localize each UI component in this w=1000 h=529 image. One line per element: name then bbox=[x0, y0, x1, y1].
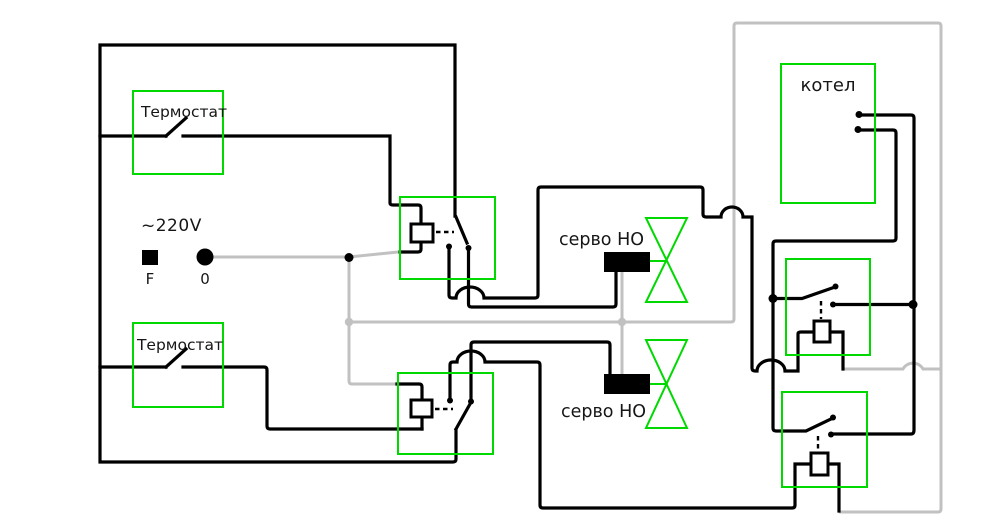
contact-dot bbox=[446, 243, 452, 250]
phase-terminal-icon bbox=[142, 250, 158, 265]
relay3-box bbox=[781, 391, 868, 488]
relay2-coil-lead-right bbox=[828, 330, 845, 371]
neutral-terminal-icon bbox=[196, 248, 214, 266]
boiler-wire1 bbox=[829, 113, 916, 436]
thermostat1-label: Термостат bbox=[140, 103, 227, 121]
servo1-label: серво НО bbox=[559, 230, 644, 250]
relay-coils bbox=[409, 222, 832, 477]
thermostat2-blade bbox=[163, 346, 189, 370]
servo2-actuator bbox=[604, 374, 650, 394]
relay3-coil bbox=[809, 451, 830, 477]
relay1-no-path-to-servo1 bbox=[466, 248, 618, 309]
neutral-wires bbox=[213, 21, 943, 514]
junction-dot bbox=[908, 300, 918, 309]
relay2-blade-feed bbox=[772, 284, 838, 301]
junction-dot bbox=[617, 317, 627, 327]
junction-dot bbox=[344, 317, 354, 327]
supply-border-wire bbox=[98, 43, 458, 464]
neutral-terminal-label: 0 bbox=[200, 270, 210, 288]
relay2-coil-neutral-wire bbox=[843, 361, 941, 371]
thermostat2-out-wire bbox=[181, 365, 424, 431]
relay1-nc-path-to-relay2-coil bbox=[447, 185, 816, 373]
contact-dot bbox=[465, 245, 472, 251]
neutral-drop-wire bbox=[347, 257, 397, 386]
valve1-icon bbox=[644, 217, 689, 303]
relay4-coil-lead-top bbox=[395, 382, 424, 402]
contact-dot bbox=[832, 283, 839, 290]
thermostat1-out-wire bbox=[181, 134, 423, 226]
contact-dot bbox=[828, 431, 834, 438]
thermostat1-blade bbox=[163, 115, 189, 139]
relay1-coil-return-wire bbox=[398, 240, 423, 254]
voltage-label: ~220V bbox=[141, 216, 202, 236]
relay3-coil-lead-right bbox=[826, 462, 841, 513]
relay-actuation-links bbox=[435, 230, 823, 452]
relay4-box bbox=[397, 372, 494, 455]
contact-dot bbox=[830, 301, 836, 308]
thermostat2-label: Термостат bbox=[136, 336, 223, 354]
neutral-junction-dots bbox=[344, 317, 627, 327]
valve2-icon bbox=[644, 339, 689, 429]
thermostat1-box bbox=[132, 90, 224, 175]
neutral-rail-and-zone-border bbox=[349, 21, 943, 514]
relay1-coil bbox=[409, 222, 435, 244]
relay2-coil bbox=[812, 319, 832, 344]
boiler-label: котел bbox=[801, 75, 856, 96]
contact-dot bbox=[468, 398, 474, 405]
relay4-blade bbox=[453, 401, 473, 432]
junction-dot bbox=[768, 294, 778, 303]
contact-dot bbox=[830, 414, 836, 421]
boiler-terminal-dot bbox=[855, 111, 863, 118]
servo1-actuator bbox=[604, 252, 650, 272]
neutral-feed-wire bbox=[213, 250, 399, 259]
contact-dot bbox=[447, 397, 453, 404]
junction-dot bbox=[344, 253, 354, 262]
relay4-nc-path-to-relay3-coil bbox=[448, 349, 813, 510]
solid-parts bbox=[142, 111, 918, 438]
thermostat2-box bbox=[132, 322, 224, 408]
component-boxes bbox=[132, 63, 876, 488]
boiler-terminal-dot bbox=[854, 126, 862, 133]
relay4-no-path-to-servo2 bbox=[469, 340, 612, 400]
boiler-wire2 bbox=[771, 128, 898, 297]
relay1-blade bbox=[453, 214, 470, 246]
labels: Термостат Термостат ~220V F 0 серво НО с… bbox=[136, 75, 856, 422]
phase-terminal-label: F bbox=[146, 270, 155, 288]
relay2-box bbox=[785, 258, 871, 356]
relay4-coil bbox=[409, 398, 434, 419]
relay3-blade-feed bbox=[771, 300, 836, 433]
relay1-box bbox=[399, 196, 496, 280]
boiler-box bbox=[780, 63, 876, 204]
servo2-label: серво НО bbox=[561, 402, 646, 422]
